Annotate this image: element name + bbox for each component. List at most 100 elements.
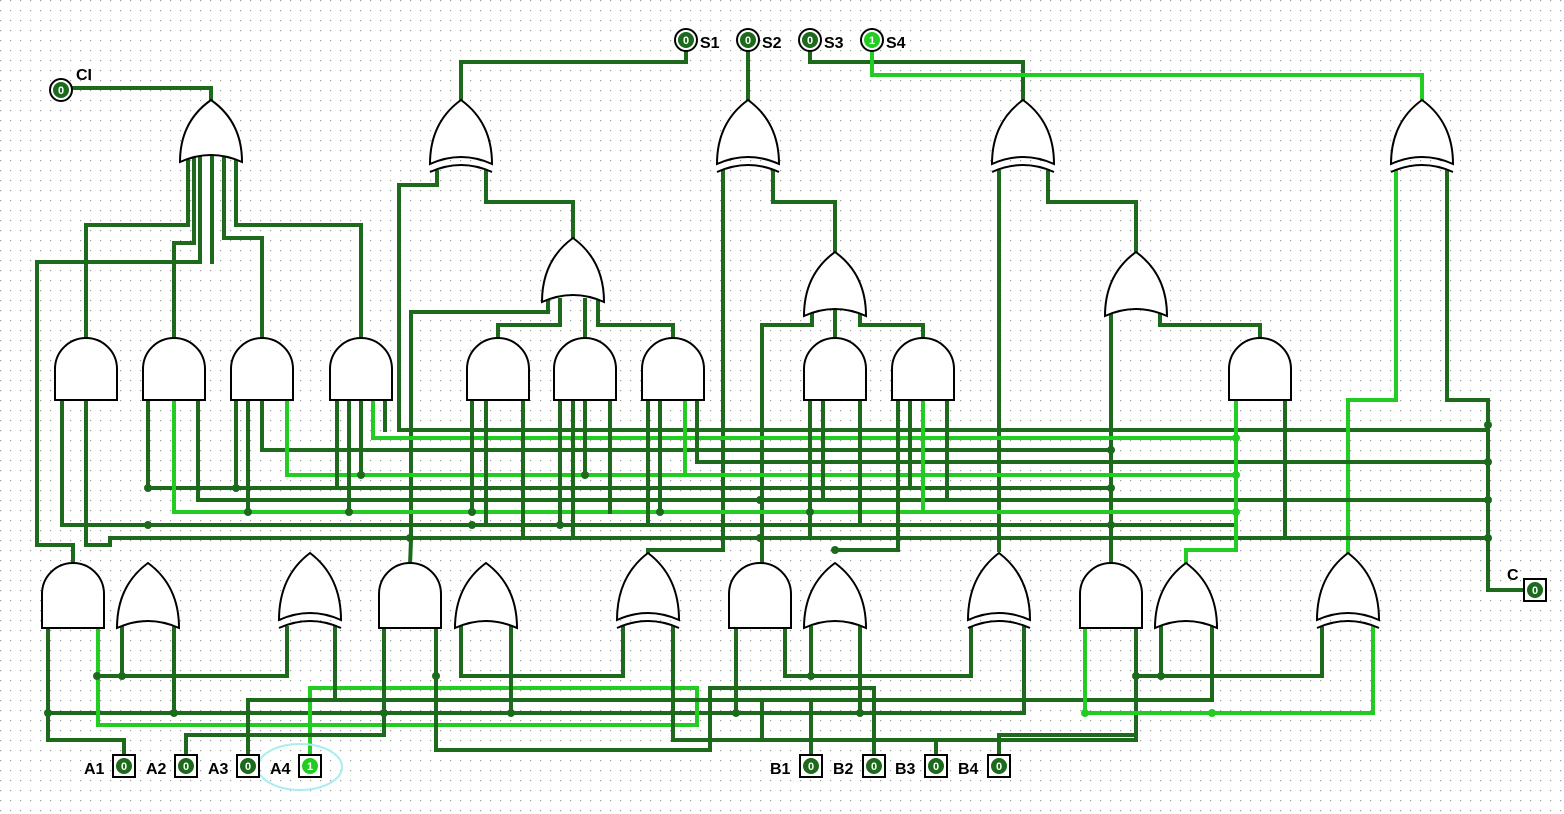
pin-output-s4-fill — [864, 32, 880, 48]
pin-input-b2[interactable]: 0 B2 — [833, 754, 886, 778]
pin-carry-in-value: 0 — [58, 85, 64, 97]
and-gate-upper-6[interactable] — [553, 337, 617, 401]
wire-22 — [596, 298, 675, 342]
and-gate-lower-3[interactable] — [728, 562, 792, 629]
pin-input-a3-label: A3 — [208, 761, 229, 778]
wire-84 — [1083, 626, 1375, 715]
pin-output-s3[interactable]: 0 S3 — [798, 28, 844, 52]
wire-13 — [484, 170, 575, 242]
wire-junction — [1107, 521, 1115, 529]
wire-29 — [60, 398, 1238, 527]
and-gate-upper-3[interactable] — [230, 337, 294, 401]
and-gate-upper-2[interactable] — [142, 337, 206, 401]
pin-input-b3-fill — [928, 758, 944, 774]
wire-junction — [1132, 672, 1140, 680]
pin-output-s4-value: 1 — [869, 35, 875, 47]
and-gate-upper-7[interactable] — [641, 337, 705, 401]
wire-18 — [1346, 170, 1398, 557]
pin-input-a4-value: 1 — [307, 761, 313, 773]
and-gate-lower-1[interactable] — [41, 562, 105, 629]
and-gate-lower-4[interactable] — [1079, 562, 1143, 629]
pin-input-b4[interactable]: 0 B4 — [958, 754, 1011, 778]
pin-output-s2[interactable]: 0 S2 — [736, 28, 782, 52]
xor-gate-s4[interactable] — [1389, 98, 1455, 166]
pin-output-s1-fill — [678, 32, 694, 48]
pin-input-a1[interactable]: 0 A1 — [84, 754, 136, 778]
or-gate-carry-2[interactable] — [540, 236, 606, 304]
wire-junction — [118, 672, 126, 680]
wire-65 — [120, 626, 289, 678]
pin-carry-in[interactable]: 0 CI — [49, 67, 92, 102]
pin-input-b3[interactable]: 0 B3 — [895, 754, 948, 778]
pin-input-b4-fill — [991, 758, 1007, 774]
pin-input-b3-value: 0 — [933, 761, 939, 773]
and-gate-upper-5[interactable] — [466, 337, 530, 401]
pin-input-b1-value: 0 — [808, 761, 814, 773]
or-gate-lower-3[interactable] — [802, 561, 868, 630]
or-gate-lower-4[interactable] — [1153, 561, 1219, 630]
and-gate-upper-9[interactable] — [891, 337, 955, 401]
wire-3 — [172, 156, 196, 342]
or-gate-lower-2[interactable] — [453, 561, 519, 630]
wire-78 — [783, 626, 973, 678]
pin-input-b3-label: B3 — [895, 761, 916, 778]
xor-gate-s2[interactable] — [715, 98, 781, 166]
and-gate-upper-8[interactable] — [803, 337, 867, 401]
or-gate-carry-4[interactable] — [1103, 250, 1169, 318]
wire-junction — [856, 709, 864, 717]
wire-28 — [1158, 310, 1262, 342]
wire-24 — [760, 310, 814, 567]
xor-gate-lower-4[interactable] — [1315, 551, 1381, 622]
pin-input-b1[interactable]: 0 B1 — [770, 754, 823, 778]
pin-output-s4[interactable]: 1 S4 — [860, 28, 906, 52]
pin-input-b2-value: 0 — [871, 761, 877, 773]
and-gate-upper-1[interactable] — [54, 337, 118, 401]
wire-30 — [84, 398, 1490, 547]
or-gate-carry[interactable] — [178, 98, 244, 164]
wire-10 — [808, 49, 1025, 104]
pin-input-b1-label: B1 — [770, 761, 791, 778]
or-gate-carry-3[interactable] — [802, 250, 868, 318]
and-gate-lower-2[interactable] — [378, 562, 442, 629]
wires — [35, 49, 1526, 757]
wire-junction — [93, 672, 101, 680]
wire-11 — [870, 49, 1424, 104]
wire-junction — [732, 709, 740, 717]
gates — [41, 98, 1455, 630]
wire-83 — [997, 733, 1138, 757]
pin-output-s3-fill — [802, 32, 818, 48]
pin-carry-in-fill — [53, 82, 69, 98]
wire-junction — [144, 521, 152, 529]
xor-gate-lower-4-back-curve — [1316, 620, 1380, 629]
xor-gate-lower-1[interactable] — [277, 551, 343, 622]
wire-junction — [1208, 709, 1216, 717]
pin-output-s1[interactable]: 0 S1 — [674, 28, 720, 52]
and-gate-upper-4[interactable] — [329, 337, 393, 401]
or-gate-lower-1[interactable] — [115, 561, 181, 630]
wire-68 — [46, 711, 126, 757]
wire-53 — [695, 398, 1490, 464]
wire-20 — [496, 298, 562, 342]
xor-gate-s3[interactable] — [990, 98, 1056, 166]
wire-17 — [1046, 170, 1138, 257]
pin-input-a3[interactable]: 0 A3 — [208, 754, 260, 778]
wire-junction — [357, 471, 365, 479]
pin-carry-out[interactable]: 0 C — [1507, 567, 1547, 602]
pin-output-s1-value: 0 — [683, 35, 689, 47]
pin-input-a4[interactable]: 1 A4 — [270, 754, 322, 778]
wire-8 — [459, 49, 688, 104]
xor-gate-s1[interactable] — [428, 98, 494, 166]
wire-37 — [285, 398, 1238, 477]
and-gate-upper-10[interactable] — [1228, 337, 1292, 401]
wire-19 — [1445, 170, 1526, 592]
xor-gate-lower-3[interactable] — [966, 551, 1032, 622]
xor-gate-lower-3-back-curve — [967, 620, 1031, 629]
pin-input-a4-fill — [302, 758, 318, 774]
wire-junction — [1484, 496, 1492, 504]
pin-output-s4-label: S4 — [886, 35, 906, 52]
xor-gate-lower-2[interactable] — [615, 551, 681, 622]
wire-junction — [656, 508, 664, 516]
wire-15 — [771, 170, 837, 257]
pin-input-a2[interactable]: 0 A2 — [146, 754, 198, 778]
